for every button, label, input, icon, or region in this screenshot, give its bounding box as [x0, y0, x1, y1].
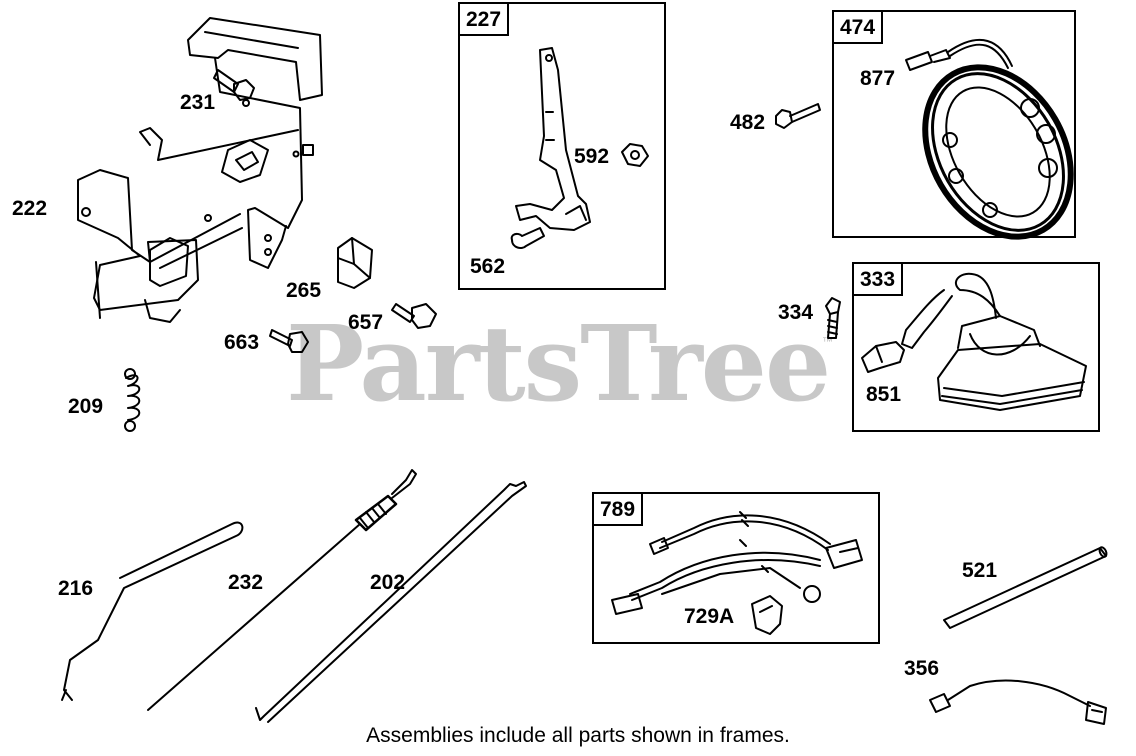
- frame-tag-227: 227: [458, 2, 510, 36]
- frame-227: 227: [458, 2, 666, 290]
- label-592: 592: [574, 145, 610, 168]
- label-663: 663: [224, 331, 260, 354]
- label-202: 202: [370, 571, 406, 594]
- label-265: 265: [286, 279, 322, 302]
- label-232: 232: [228, 571, 264, 594]
- control-bracket-222[interactable]: [77, 17, 323, 323]
- link-216[interactable]: [61, 521, 244, 701]
- bolt-231[interactable]: [213, 69, 255, 101]
- label-482: 482: [730, 111, 766, 134]
- label-231: 231: [180, 91, 216, 114]
- frame-tag-333: 333: [852, 262, 904, 296]
- spark-plug-boot-851[interactable]: [861, 341, 905, 373]
- ground-wire-356[interactable]: [929, 679, 1107, 725]
- spring-rod-232[interactable]: [147, 469, 417, 711]
- label-562: 562: [470, 255, 506, 278]
- frame-789: 789: [592, 492, 880, 644]
- label-222: 222: [12, 197, 48, 220]
- label-521: 521: [962, 559, 998, 582]
- label-356: 356: [904, 657, 940, 680]
- label-877: 877: [860, 67, 896, 90]
- bolt-663[interactable]: [269, 329, 309, 353]
- label-657: 657: [348, 311, 384, 334]
- watermark: PartsTree: [286, 302, 831, 425]
- trademark-symbol: ™: [822, 336, 833, 348]
- label-334: 334: [778, 301, 814, 324]
- frame-333: 333: [852, 262, 1100, 432]
- label-216: 216: [58, 577, 94, 600]
- link-rod-202[interactable]: [255, 481, 527, 723]
- spring-209[interactable]: [124, 368, 141, 432]
- frame-474: 474: [832, 10, 1076, 238]
- label-851: 851: [866, 383, 902, 406]
- governor-lever-227[interactable]: [515, 47, 591, 231]
- nut-592[interactable]: [621, 143, 649, 167]
- screw-562[interactable]: [510, 227, 545, 249]
- label-729A: 729A: [684, 605, 735, 628]
- wire-harness-789[interactable]: [611, 511, 863, 615]
- frame-tag-474: 474: [832, 10, 884, 44]
- screw-482[interactable]: [775, 103, 821, 129]
- footer-note: Assemblies include all parts shown in fr…: [366, 724, 790, 747]
- screw-334[interactable]: [825, 297, 841, 339]
- clip-265[interactable]: [337, 237, 373, 289]
- label-209: 209: [68, 395, 104, 418]
- alternator-474[interactable]: [896, 41, 1100, 263]
- bolt-657[interactable]: [391, 303, 437, 329]
- ignition-armature-333[interactable]: [901, 272, 1087, 411]
- tube-521[interactable]: [943, 546, 1108, 629]
- connector-877[interactable]: [905, 38, 1013, 71]
- clip-729A[interactable]: [751, 595, 783, 635]
- frame-tag-789: 789: [592, 492, 644, 526]
